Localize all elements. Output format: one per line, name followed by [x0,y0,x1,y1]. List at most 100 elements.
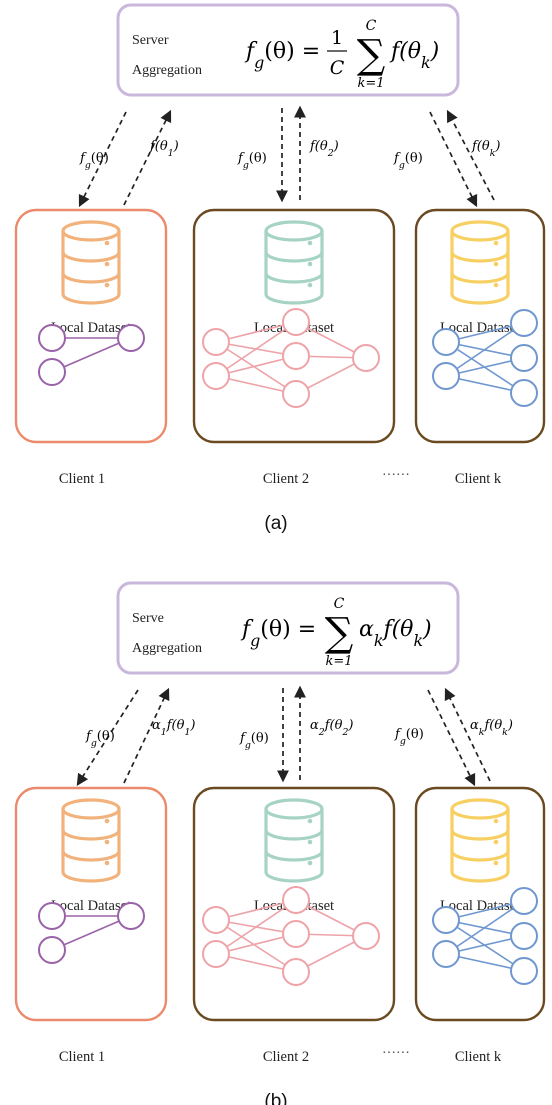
database-segment [450,829,510,841]
database-body [450,231,510,305]
formula-term-part: ) [430,39,440,64]
network-client-2 [202,886,380,986]
arrow-up-1 [123,687,170,784]
client-ellipsis: ······ [382,1046,410,1061]
arrow-down-label-2-part: (θ) [249,151,267,166]
formula-term-part: α [359,617,374,642]
arrow-down-label-3-sub: g [400,736,406,747]
network-node [510,379,538,407]
database-dot [307,261,313,267]
database-segment [61,850,121,862]
network-node [282,380,310,408]
arrow-down-label-2: fg(θ) [239,731,269,751]
network-edge [445,900,525,955]
database-dot [307,860,313,866]
arrow-down-1 [76,689,139,787]
network-node [282,886,310,914]
network-node [510,344,538,372]
arrow-up-label-2-part: ) [333,139,339,154]
server-box [116,3,460,97]
arrow-down-label-1-part: (θ) [97,729,115,744]
formula-lhs-sub: g [250,631,260,650]
database-dot [493,261,499,267]
arrow-up-label-3-sub: k [479,727,485,738]
database-top [61,220,121,242]
arrow-up-label-1: f(θ1) [149,139,179,159]
arrow-down-label-1-sub: g [85,160,91,171]
database-body [61,809,121,883]
arrow-up-label-2-part: ) [347,718,353,733]
formula-term: αkf(θk) [359,617,432,650]
database-top [450,798,510,820]
database-dot [104,860,110,866]
arrow-up-label-3-part: α [470,718,479,733]
database-segment [264,251,324,263]
formula-sum-sign: ∑ [357,32,386,78]
arrow-up-label-1-sub: 1 [168,148,174,159]
network-node [282,958,310,986]
panel-caption: (b) [264,1091,287,1105]
network-edge [51,915,132,951]
client-name-1: Client 1 [59,471,105,487]
arrow-down-label-3: fg(θ) [393,151,423,171]
database-segment [450,850,510,862]
client-name-2: Client 2 [263,1049,309,1065]
network-client-k [432,309,538,407]
network-node [352,922,380,950]
arrow-up-label-2-part: f(θ [324,718,343,733]
arrow-down-label-1-sub: g [91,738,97,749]
database-dot [493,860,499,866]
database-segment [450,272,510,284]
network-node [202,328,230,356]
server-label-line2: Aggregation [132,63,202,78]
database-segment [61,272,121,284]
network-node [38,902,66,930]
database-icon-3 [450,220,510,305]
formula-lhs-sub: g [254,53,264,72]
formula-sum-lower: k=1 [357,76,384,91]
formula-term-sub: k [421,53,431,72]
formula-term: f(θk) [389,39,439,72]
arrow-up-label-3-part: f(θ [483,718,502,733]
formula-term-part: f(θ [381,617,413,642]
network-node [38,936,66,964]
network-client-2 [202,308,380,408]
panel-caption: (a) [264,513,287,534]
network-node [352,344,380,372]
network-node [432,328,460,356]
client-dataset-label-3: Local Dataset [440,898,520,914]
database-dot [104,261,110,267]
network-node [282,342,310,370]
client-dataset-label-1: Local Dataset [51,898,131,914]
arrow-up-label-1-part: α [152,718,161,733]
network-client-k [432,887,538,985]
formula-term-part: f(θ [389,39,421,64]
arrow-down-label-1-part: f [85,729,93,744]
network-client-1 [38,902,145,964]
database-dot [104,240,110,246]
database-dot [307,282,313,288]
arrow-up-label-1-part: ) [189,718,195,733]
database-segment [61,251,121,263]
network-edge [445,322,525,377]
network-node [510,887,538,915]
arrow-up-label-3: αkf(θk) [470,718,513,738]
arrow-up-label-2: α2f(θ2) [310,718,353,738]
arrow-down-label-1: fg(θ) [85,729,115,749]
database-icon-2 [264,220,324,305]
arrow-up-label-2-part: α [310,718,319,733]
client-name-1: Client 1 [59,1049,105,1065]
arrow-down-label-1-part: f [79,151,87,166]
network-node [202,362,230,390]
server-label-line2: Aggregation [132,641,202,656]
database-dot [493,839,499,845]
database-dot [307,240,313,246]
arrow-up-label-1-sub: 1 [161,727,167,738]
client-ellipsis: ······ [382,468,410,483]
arrow-up-label-3-part: ) [494,139,500,154]
arrow-down-label-3-part: f [394,727,402,742]
network-edge [215,919,297,973]
database-dot [104,818,110,824]
